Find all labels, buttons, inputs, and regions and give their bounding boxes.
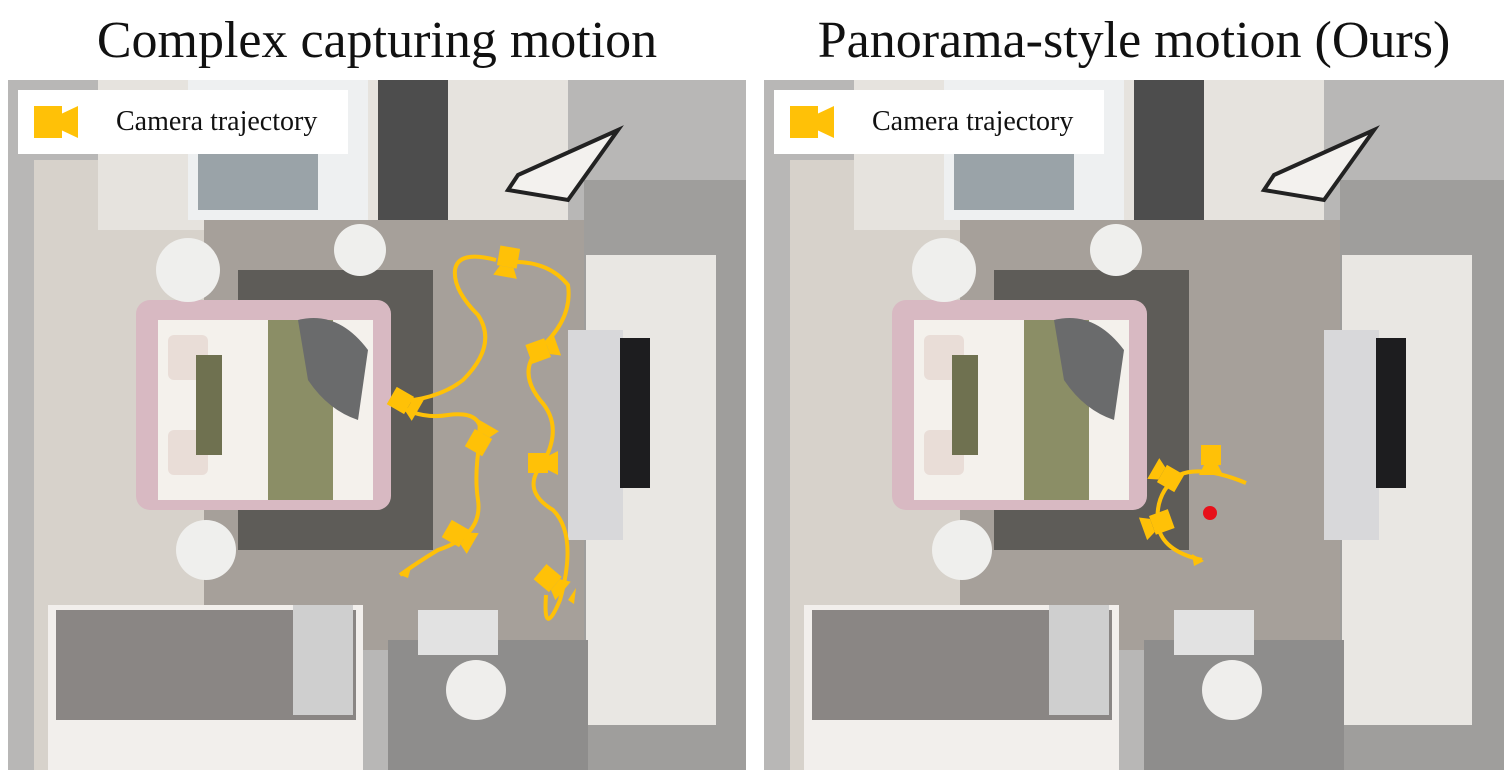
- camera-icon: [441, 519, 479, 554]
- legend-label-left: Camera trajectory: [116, 106, 318, 137]
- left-panel: Camera trajectory: [8, 80, 746, 770]
- room-floorplan: [8, 80, 746, 770]
- tv: [1376, 338, 1406, 488]
- camera-icon: [1138, 509, 1175, 541]
- left-panel-title: Complex capturing motion: [96, 12, 658, 69]
- bedroom-scene-left: [8, 80, 746, 770]
- room-floorplan: [764, 80, 1504, 770]
- tv: [620, 338, 650, 488]
- camera-icon: [386, 386, 424, 421]
- trajectory-arrowhead-2: [568, 588, 576, 604]
- camera-icon: [528, 451, 558, 475]
- video-camera-icon: [34, 105, 94, 139]
- trajectory-path-1: [392, 254, 497, 404]
- trajectory-path-2: [391, 400, 483, 577]
- right-panel: Camera trajectory: [764, 80, 1504, 770]
- camera-icon: [1199, 445, 1223, 475]
- camera-icon: [493, 245, 521, 279]
- trajectory-arrowhead-1: [400, 564, 412, 578]
- camera-trajectory-right: [1138, 445, 1247, 566]
- camera-icon: [1147, 458, 1185, 493]
- rotation-center-marker: [1203, 506, 1217, 520]
- legend-label-right: Camera trajectory: [872, 106, 1074, 137]
- trajectory-path-3: [507, 259, 571, 621]
- legend-left: Camera trajectory: [18, 90, 348, 154]
- right-panel-title: Panorama-style motion (Ours): [817, 12, 1451, 69]
- bedroom-scene-right: [764, 80, 1504, 770]
- camera-icon: [533, 563, 571, 601]
- camera-trajectory-left: [386, 245, 576, 621]
- camera-icon: [464, 419, 499, 457]
- camera-icon: [525, 332, 562, 364]
- legend-right: Camera trajectory: [774, 90, 1104, 154]
- video-camera-icon: [790, 105, 850, 139]
- trajectory-arrowhead: [1192, 554, 1204, 566]
